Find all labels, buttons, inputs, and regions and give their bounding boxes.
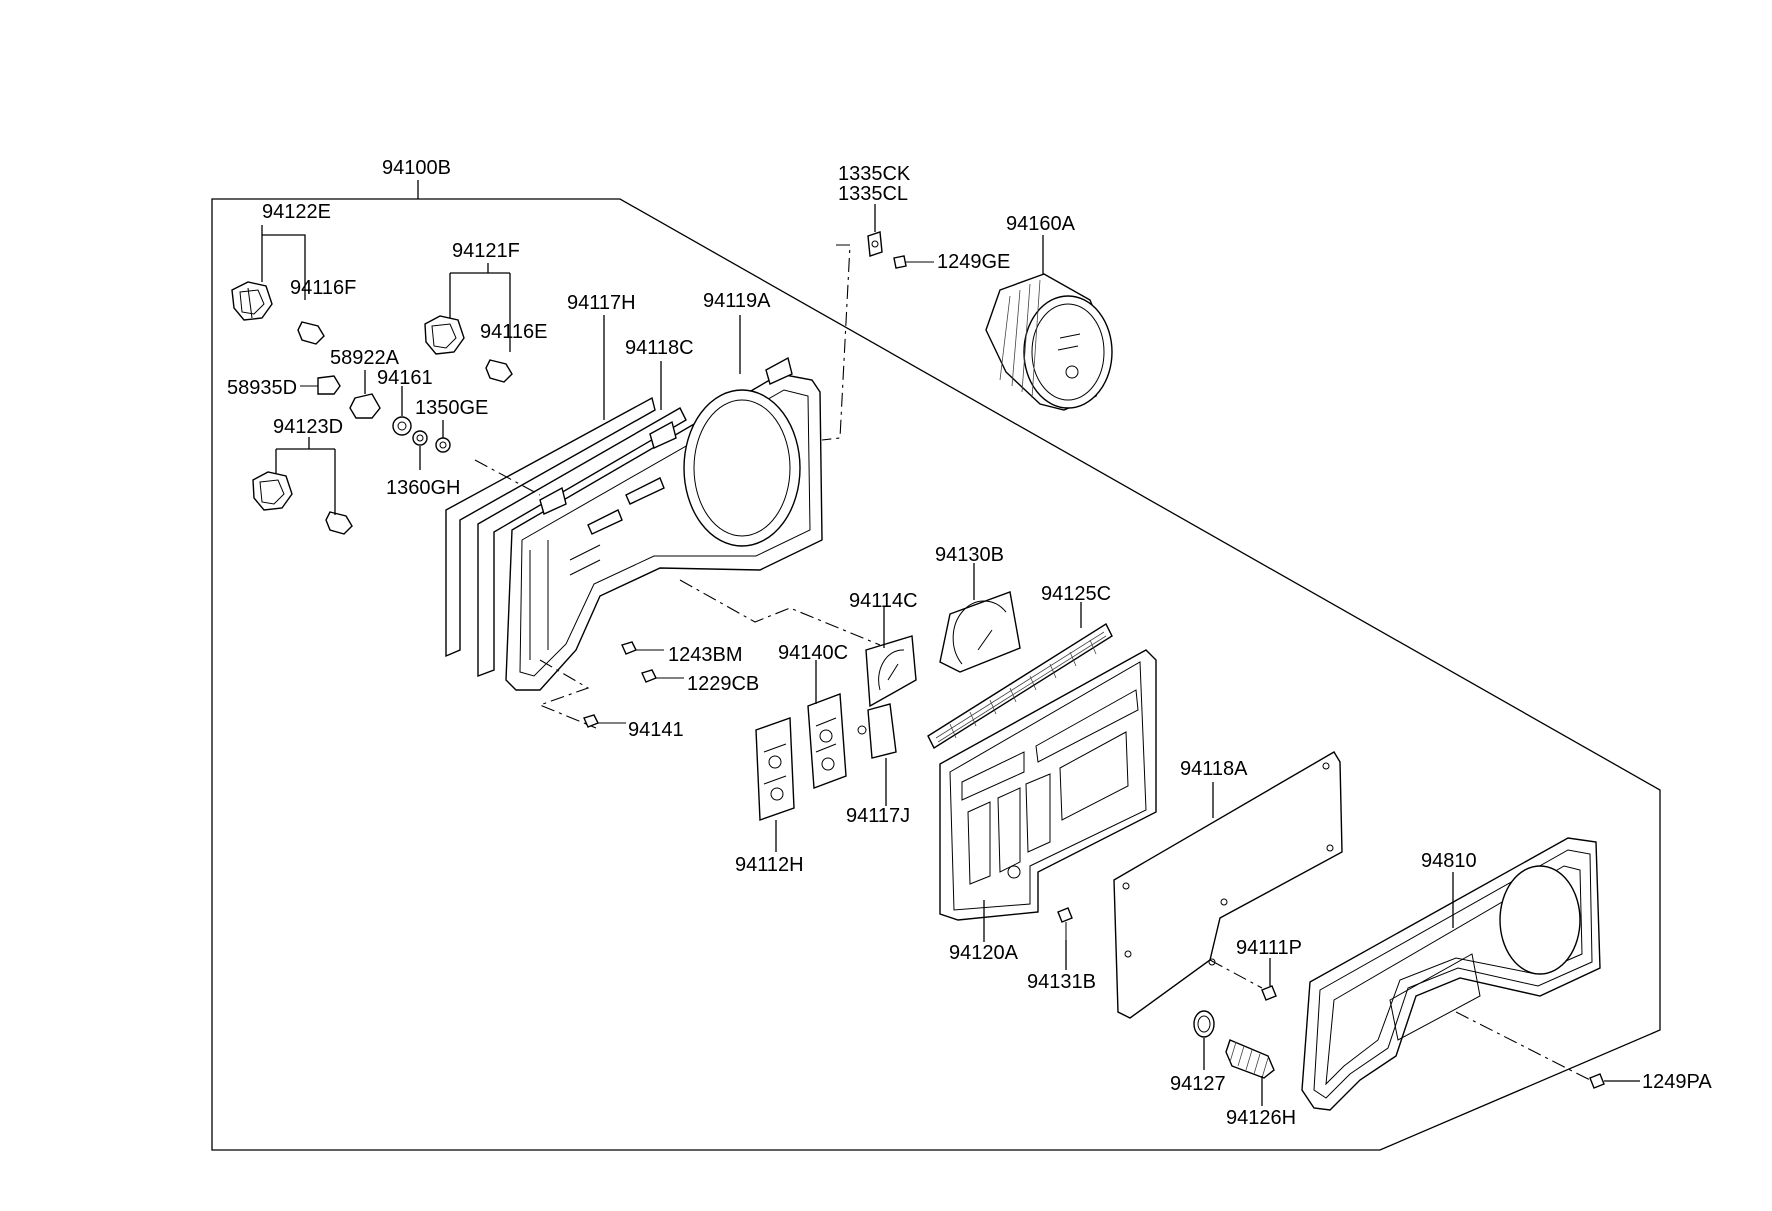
callout-94118C: 94118C xyxy=(625,337,694,359)
callout-94121F: 94121F xyxy=(452,240,520,262)
leader-94111P xyxy=(1209,959,1263,989)
fitting-58935D xyxy=(300,375,341,395)
housing-94119A xyxy=(505,356,823,691)
grid-panel-94125C xyxy=(927,622,1113,750)
connector-94117J xyxy=(857,703,897,759)
assembly-boundary xyxy=(211,198,1661,1151)
callout-94122E: 94122E xyxy=(262,201,331,223)
clip-1335CK xyxy=(867,231,883,257)
switch-94112H xyxy=(755,717,795,821)
callout-94116F: 94116F xyxy=(290,277,356,299)
bezel-94810 xyxy=(1301,837,1601,1111)
callout-1243BM: 1243BM xyxy=(668,644,743,666)
screw-94111P xyxy=(1261,985,1277,1001)
leader-94121F xyxy=(449,263,511,352)
callout-94126H: 94126H xyxy=(1226,1107,1296,1129)
bulb-socket-94122E xyxy=(231,281,273,321)
screw-1249GE xyxy=(893,255,934,269)
screw-1229CB xyxy=(641,669,684,683)
callout-94161: 94161 xyxy=(377,367,433,389)
callout-94114C: 94114C xyxy=(849,590,918,612)
nut-94161 xyxy=(392,416,412,436)
callout-94111P: 94111P xyxy=(1236,937,1302,959)
cover-plate-94118A xyxy=(1113,751,1343,1019)
spring-94126H xyxy=(1225,1039,1275,1079)
leader-1249PA-dash xyxy=(1455,1011,1591,1081)
screw-1243BM xyxy=(621,641,664,655)
callout-94100B: 94100B xyxy=(382,157,451,179)
callout-1350GE: 1350GE xyxy=(415,397,488,419)
callout-94125C: 94125C xyxy=(1041,583,1111,605)
alignment-line-top xyxy=(821,244,851,441)
callout-94127: 94127 xyxy=(1170,1073,1226,1095)
dial-94130B xyxy=(939,591,1021,673)
callout-94118A: 94118A xyxy=(1180,758,1248,780)
faceplate-94120A xyxy=(939,649,1157,921)
callout-94112H: 94112H xyxy=(735,854,804,876)
callout-1249GE: 1249GE xyxy=(937,251,1010,273)
bulb-socket-94121F xyxy=(424,315,465,355)
callout-1360GH: 1360GH xyxy=(386,477,461,499)
screw-94131B xyxy=(1057,907,1073,940)
callout-1249PA: 1249PA xyxy=(1642,1071,1712,1093)
screw-94141 xyxy=(583,714,626,728)
washer-1350GE xyxy=(435,437,451,453)
dial-94114C xyxy=(865,635,917,708)
callout-94131B: 94131B xyxy=(1027,971,1096,993)
callout-94130B: 94130B xyxy=(935,544,1004,566)
callout-94810: 94810 xyxy=(1421,850,1477,872)
gauge-94160A xyxy=(985,273,1113,411)
bulb-94116F xyxy=(297,321,325,345)
callout-1335CL: 1335CL xyxy=(838,183,908,205)
callout-94116E: 94116E xyxy=(480,321,547,343)
callout-94120A: 94120A xyxy=(949,942,1019,964)
bulb-94116E xyxy=(485,359,513,383)
callout-58922A: 58922A xyxy=(330,347,400,369)
lens-plate-94117H xyxy=(445,396,656,658)
callout-1335CK: 1335CK xyxy=(838,163,911,185)
switch-94140C xyxy=(807,693,847,789)
fitting-58922A xyxy=(349,393,381,419)
callout-94140C: 94140C xyxy=(778,642,848,664)
callout-94123D: 94123D xyxy=(273,416,343,438)
alignment-line-center xyxy=(679,579,881,646)
alignment-line-housing xyxy=(474,459,541,496)
washer-1360GH xyxy=(412,430,428,446)
gasket-94118C xyxy=(477,407,687,678)
callout-94160A: 94160A xyxy=(1006,213,1076,235)
leader-94123D xyxy=(275,437,336,515)
callout-94141: 94141 xyxy=(628,719,684,741)
bulb-socket-94123D xyxy=(252,471,293,511)
callout-94119A: 94119A xyxy=(703,290,771,312)
leader-94122E xyxy=(261,225,306,300)
callout-94117J: 94117J xyxy=(846,805,910,827)
callout-1229CB: 1229CB xyxy=(687,673,759,695)
alignment-line-lower xyxy=(538,659,597,729)
ring-94127 xyxy=(1193,1010,1215,1038)
bulb-94123D-lamp xyxy=(325,511,353,535)
screw-1249PA xyxy=(1589,1073,1605,1089)
callout-58935D: 58935D xyxy=(227,377,297,399)
callout-94117H: 94117H xyxy=(567,292,636,314)
